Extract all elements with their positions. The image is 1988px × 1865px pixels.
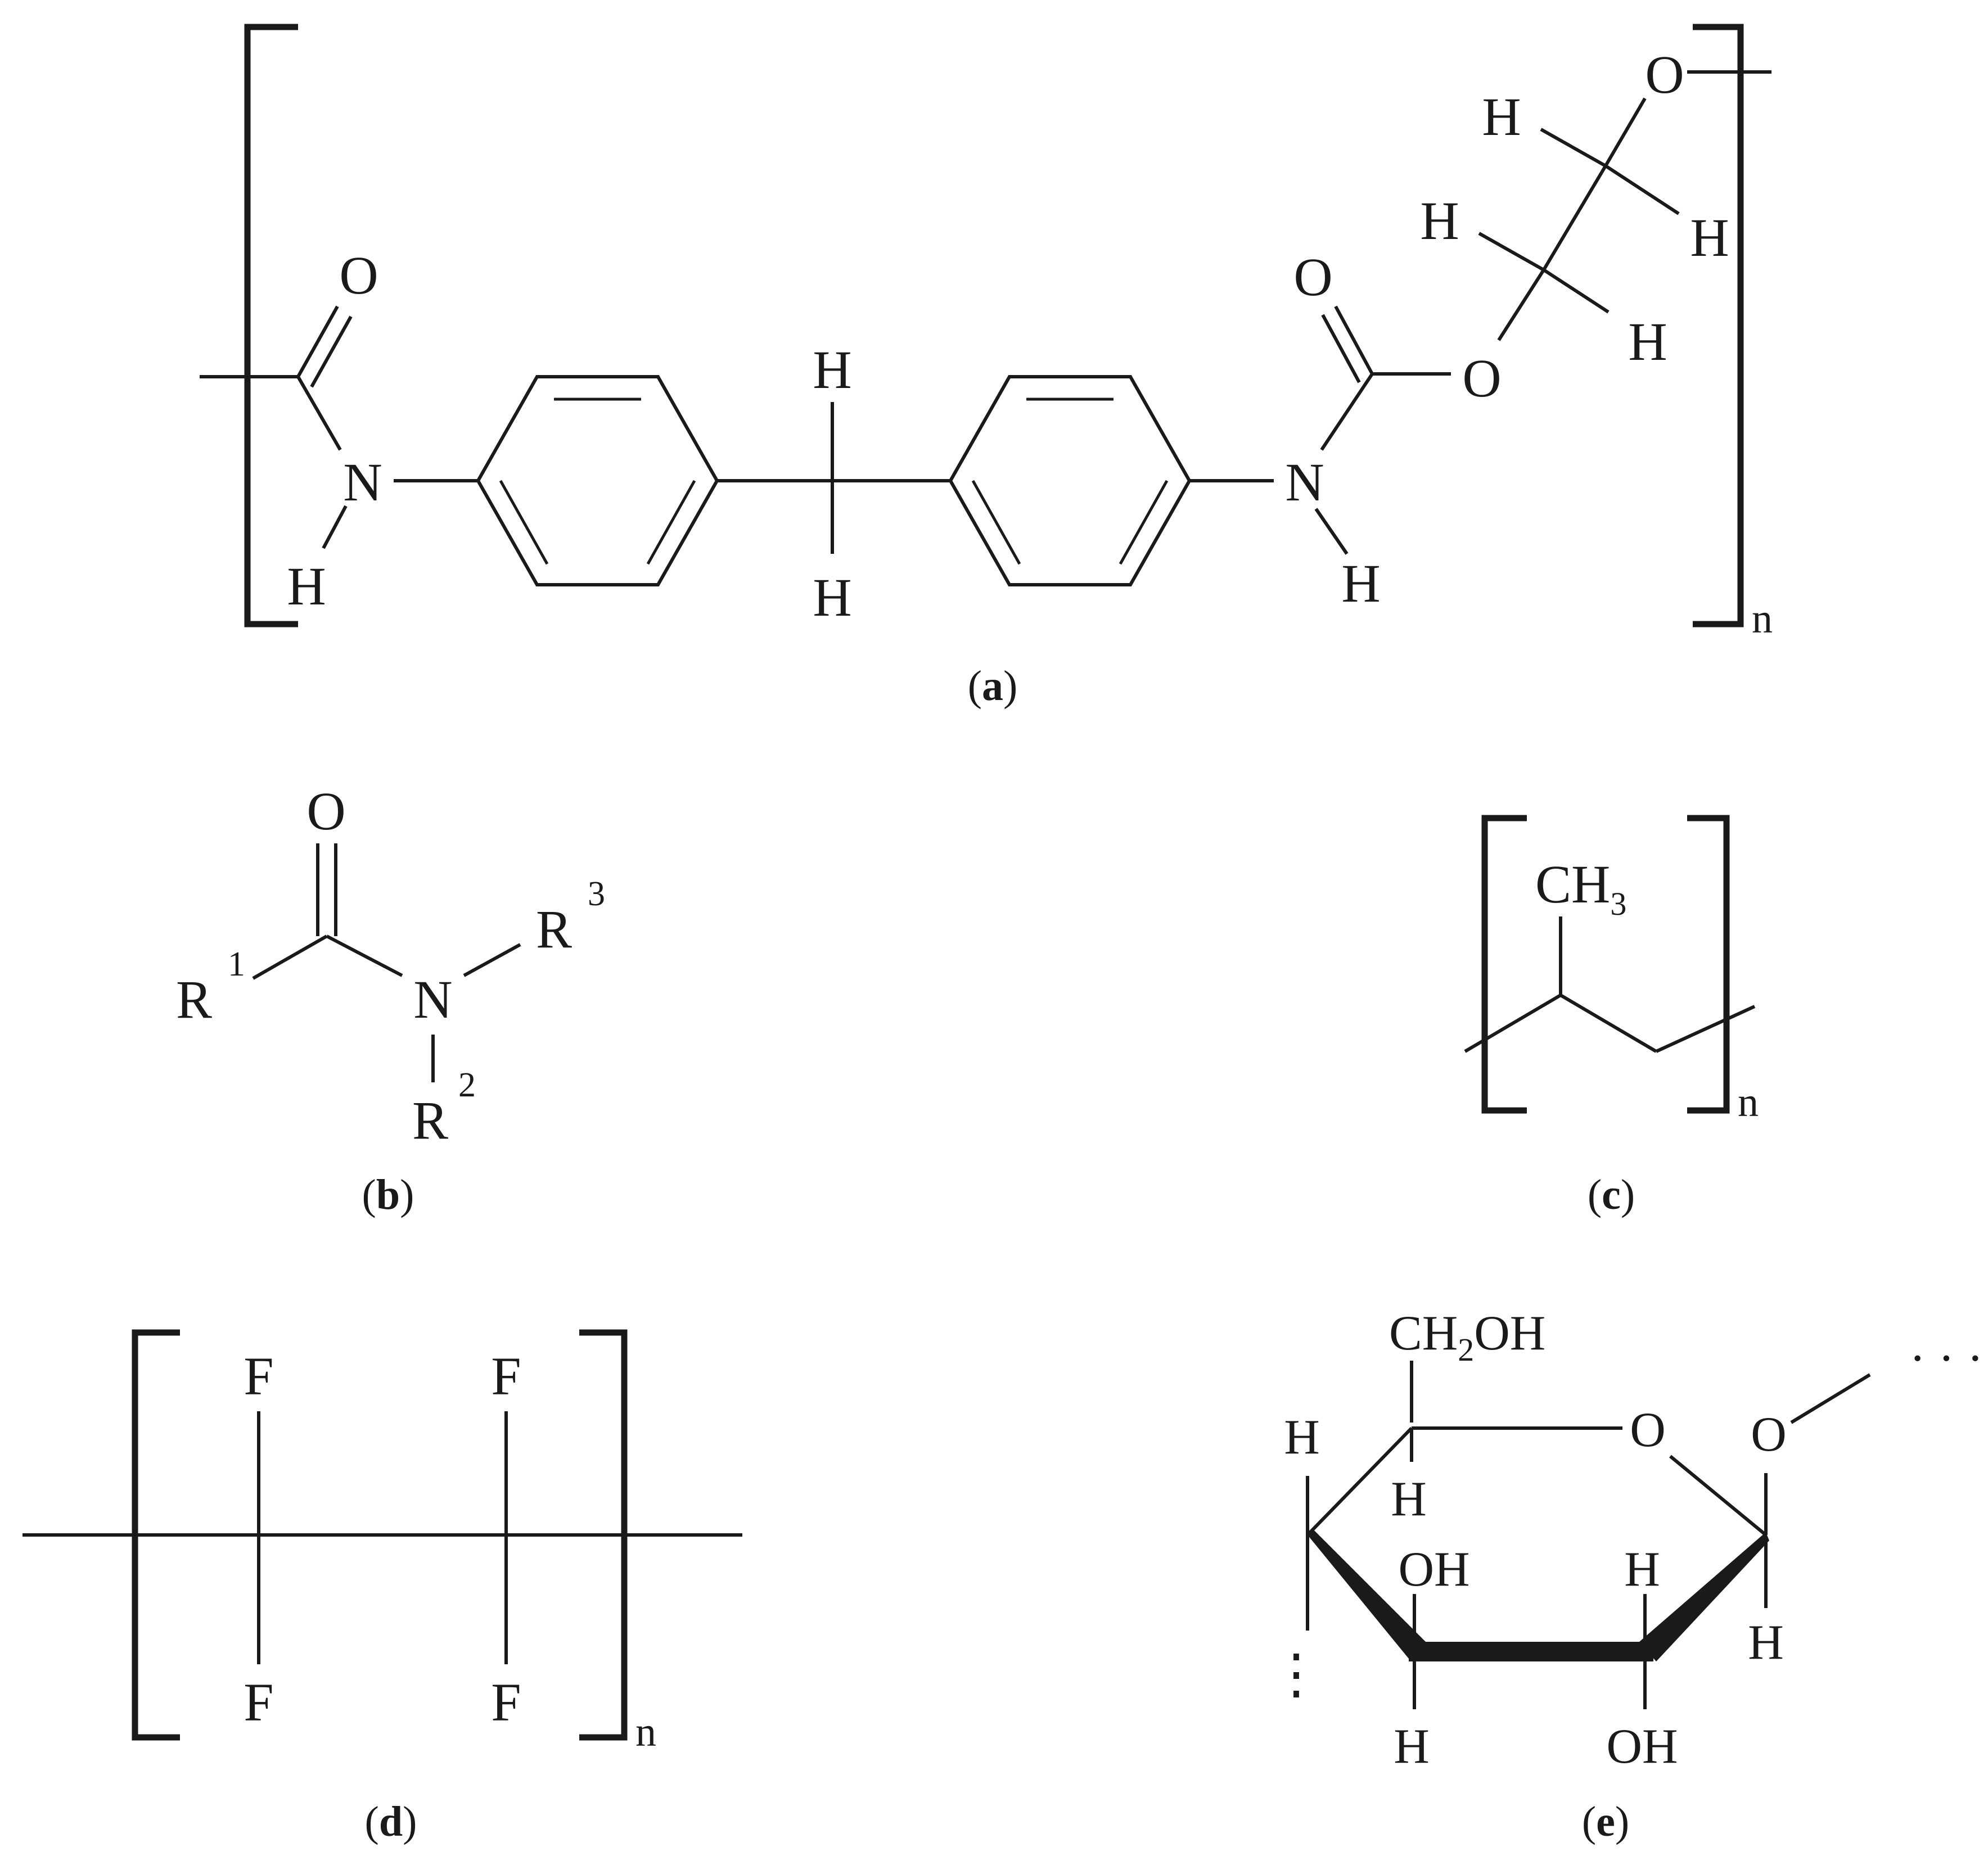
caption-e: (e) [1582, 1798, 1629, 1845]
atom-label: F [244, 1672, 273, 1732]
atom-label: F [491, 1672, 521, 1732]
caption-c: (c) [1588, 1171, 1635, 1218]
bond-double [1321, 314, 1361, 383]
bond [296, 376, 342, 451]
atom-label: N [413, 969, 452, 1029]
bracket-right [1693, 24, 1744, 627]
bracket-left [244, 24, 298, 627]
atom-label: H [1624, 1542, 1660, 1597]
hydroxymethyl-group: CH2OH [1389, 1306, 1545, 1368]
bond-aromatic [1119, 480, 1169, 565]
bond [1540, 128, 1607, 168]
bond-aromatic [646, 480, 696, 565]
bond [1542, 165, 1607, 271]
bond [1320, 373, 1374, 451]
atom-label: H [1690, 207, 1729, 268]
bond [1314, 508, 1349, 555]
bond-aromatic [499, 480, 549, 565]
bond [1655, 1005, 1756, 1053]
wedge-bond [1639, 1532, 1769, 1661]
methyl-group: CH3 [1535, 854, 1626, 922]
caption-d: (d) [365, 1798, 417, 1845]
atom-label: R [412, 1090, 448, 1150]
atom-label: O [1293, 247, 1332, 307]
bond-aromatic [971, 480, 1021, 565]
bond-double [296, 305, 339, 378]
bond [1604, 97, 1647, 167]
bond-double [1334, 305, 1374, 375]
continuation-dots: · · · [1909, 1331, 1984, 1386]
bond [1497, 269, 1545, 341]
atom-label: O [339, 245, 378, 305]
bond [1543, 268, 1610, 314]
repeat-index: n [635, 1709, 656, 1755]
bond [252, 934, 328, 980]
atom-label: OH [1398, 1542, 1469, 1597]
repeat-index: n [1738, 1080, 1759, 1126]
atom-label: H [1394, 1719, 1430, 1774]
atom-label: R [176, 969, 212, 1029]
benzene-ring-left [476, 375, 719, 586]
bond [1669, 1455, 1767, 1537]
bond [1478, 232, 1545, 272]
panel-e: CH2OH O H ⋮ H OH H H OH O · · · H (e) [1269, 1306, 1984, 1845]
caption-a: (a) [968, 662, 1018, 710]
atom-label: H [287, 556, 326, 616]
atom-label: N [1285, 452, 1324, 512]
atom-label: F [491, 1346, 521, 1406]
caption-b: (b) [362, 1171, 414, 1218]
atom-label: R [536, 899, 572, 959]
bond [322, 505, 348, 549]
atom-label: O [1751, 1407, 1787, 1462]
atom-label: H [1628, 311, 1667, 372]
benzene-ring-right [948, 375, 1192, 586]
atom-label: O [1462, 348, 1501, 408]
atom-label: H [1341, 553, 1380, 613]
panel-c: n CH3 (c) [1464, 815, 1759, 1218]
atom-label: F [244, 1346, 273, 1406]
repeat-index: n [1752, 596, 1773, 642]
bracket-right [1687, 815, 1730, 1114]
bond-double [310, 315, 353, 388]
atom-label: N [343, 452, 382, 512]
atom-label: O [306, 781, 345, 841]
atom-label: O [1630, 1403, 1666, 1457]
panel-d: n F F F F (d) [22, 1329, 742, 1845]
atom-label: H [1391, 1472, 1427, 1527]
atom-label: H [1748, 1615, 1784, 1670]
superscript: 1 [228, 945, 245, 983]
wedge-bond [1308, 1530, 1426, 1659]
bond [1604, 164, 1680, 215]
atom-label: H [1284, 1410, 1320, 1465]
bracket-left [1481, 815, 1527, 1114]
wedge-bond [1409, 1642, 1653, 1661]
atom-label: O [1645, 44, 1684, 105]
bond [1790, 1373, 1871, 1424]
atom-label: H [813, 567, 851, 627]
continuation-vertical: ⋮ [1269, 1644, 1323, 1704]
panel-b: O R 1 N R 3 R 2 (b) [176, 781, 605, 1218]
bond [1306, 1426, 1413, 1537]
atom-label: H [1482, 87, 1521, 147]
panel-a: n O N H H H N H O [200, 24, 1773, 710]
atom-label: OH [1606, 1719, 1678, 1774]
bond [326, 934, 403, 977]
bond [463, 943, 521, 977]
bond [1559, 994, 1657, 1053]
bond [1464, 994, 1562, 1053]
atom-label: H [1420, 191, 1459, 251]
superscript: 3 [588, 875, 605, 913]
superscript: 2 [458, 1066, 476, 1104]
atom-label: H [813, 340, 851, 400]
